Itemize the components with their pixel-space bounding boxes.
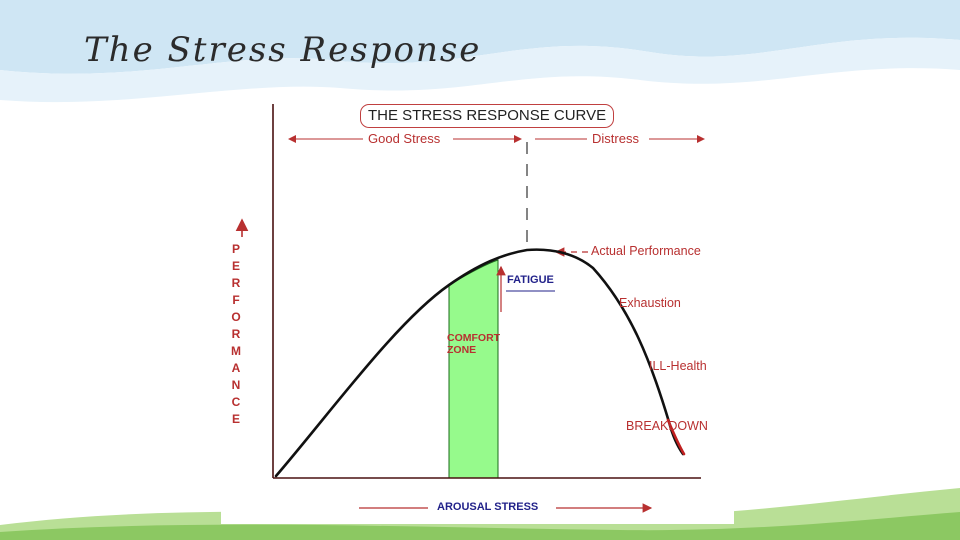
ill-health-label: ILL-Health bbox=[649, 359, 707, 373]
fatigue-label: FATIGUE bbox=[507, 274, 554, 286]
sky-wave-light bbox=[0, 37, 960, 103]
comfort-zone-label: COMFORT ZONE bbox=[447, 332, 501, 356]
grass-hill-front bbox=[0, 512, 960, 540]
stress-response-curve bbox=[274, 248, 685, 478]
exhaustion-label: Exhaustion bbox=[619, 296, 681, 310]
slide-title: The Stress Response bbox=[84, 30, 482, 70]
distress-label: Distress bbox=[592, 131, 639, 146]
x-axis-label: AROUSAL STRESS bbox=[437, 501, 539, 513]
stress-curve-figure: THE STRESS RESPONSE CURVE Good Stress Di… bbox=[221, 92, 734, 524]
y-axis-label: PERFORMANCE bbox=[231, 242, 241, 426]
sky-wave-band bbox=[0, 0, 960, 74]
good-stress-label: Good Stress bbox=[368, 131, 441, 146]
breakdown-label: BREAKDOWN bbox=[626, 419, 708, 433]
actual-performance-label: Actual Performance bbox=[591, 244, 701, 258]
curve-graphic bbox=[235, 104, 705, 513]
breakdown-curve-tail bbox=[666, 418, 686, 456]
diagram-title: THE STRESS RESPONSE CURVE bbox=[360, 104, 615, 128]
comfort-zone-band bbox=[448, 259, 499, 479]
